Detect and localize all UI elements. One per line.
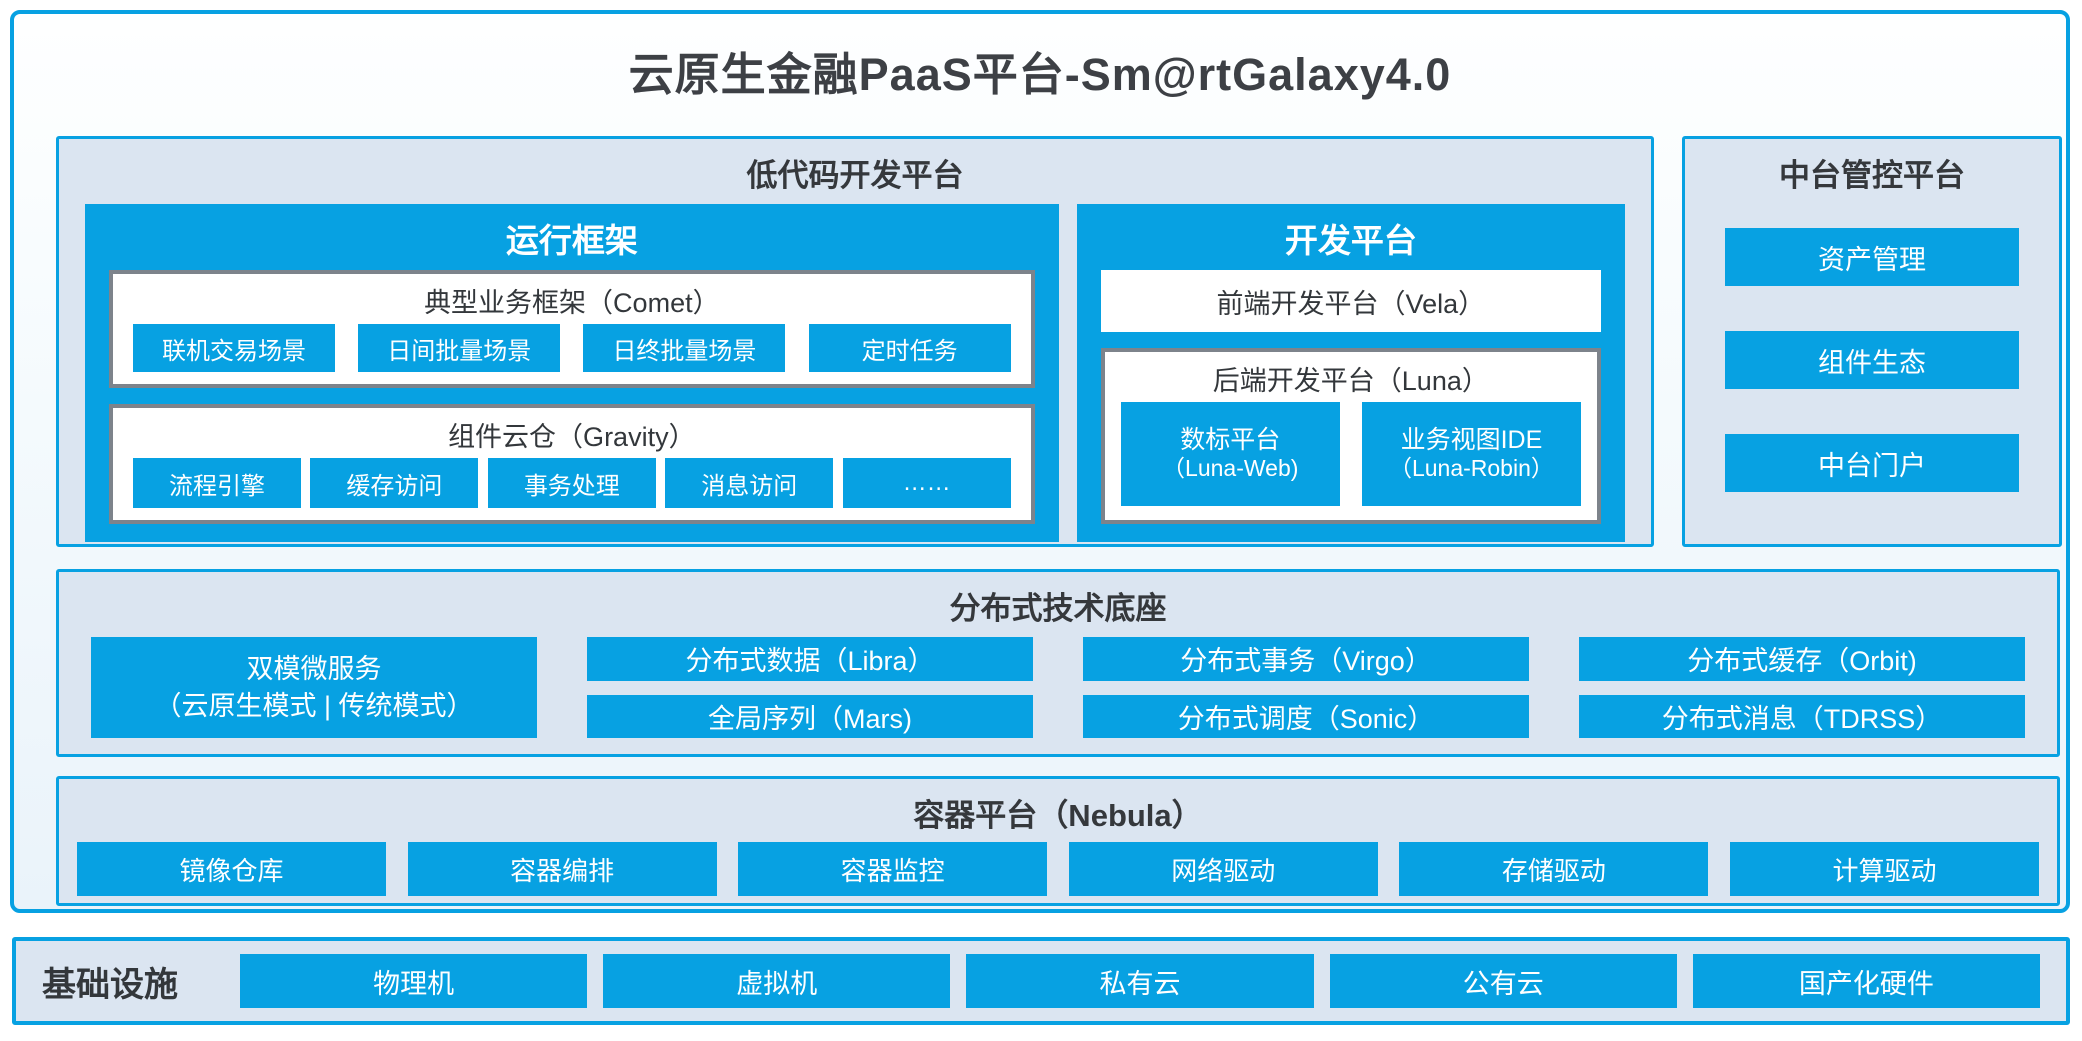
chip-online-trading: 联机交易场景	[133, 324, 335, 372]
chip-message-access: 消息访问	[665, 458, 834, 508]
box-comet: 典型业务框架（Comet） 联机交易场景 日间批量场景 日终批量场景 定时任务	[109, 270, 1035, 388]
chip-distributed-transaction-virgo: 分布式事务（Virgo）	[1083, 637, 1529, 681]
chip-network-driver: 网络驱动	[1068, 842, 1378, 896]
dual-mode-line1: 双模微服务	[246, 654, 382, 685]
chip-endofday-batch: 日终批量场景	[583, 324, 786, 372]
chip-private-cloud: 私有云	[966, 954, 1314, 1008]
chip-ellipsis: ……	[842, 458, 1011, 508]
box-luna: 后端开发平台（Luna） 数标平台 （Luna-Web) 业务视图IDE （Lu…	[1100, 348, 1601, 524]
chip-midplat-portal: 中台门户	[1725, 434, 2019, 492]
comet-chip-row: 联机交易场景 日间批量场景 日终批量场景 定时任务	[113, 324, 1031, 384]
chip-scheduled-task: 定时任务	[808, 324, 1011, 372]
luna-web-name: 数标平台	[1180, 426, 1281, 455]
distributed-grid: 双模微服务 （云原生模式 | 传统模式） 分布式数据（Libra） 分布式事务（…	[91, 637, 2025, 738]
dev-platform-title: 开发平台	[1284, 222, 1417, 259]
panel-distributed-base: 分布式技术底座 双模微服务 （云原生模式 | 传统模式） 分布式数据（Libra…	[56, 569, 2060, 757]
chip-physical-machine: 物理机	[240, 954, 588, 1008]
chip-transaction-processing: 事务处理	[487, 458, 656, 508]
chip-dual-mode-microservice: 双模微服务 （云原生模式 | 传统模式）	[91, 637, 537, 738]
chip-storage-driver: 存储驱动	[1399, 842, 1709, 896]
box-vela: 前端开发平台（Vela）	[1100, 270, 1601, 332]
chip-asset-management: 资产管理	[1725, 228, 2019, 286]
panel-lowcode-platform: 低代码开发平台 运行框架 典型业务框架（Comet） 联机交易场景 日间批量场景…	[56, 136, 1654, 547]
box-gravity: 组件云仓（Gravity） 流程引擎 缓存访问 事务处理 消息访问 ……	[109, 404, 1035, 524]
luna-robin-code: （Luna-Robin）	[1388, 455, 1554, 482]
chip-cache-access: 缓存访问	[310, 458, 479, 508]
panel-container-platform: 容器平台（Nebula） 镜像仓库 容器编排 容器监控 网络驱动 存储驱动 计算…	[56, 776, 2060, 906]
panel-midplat-control: 中台管控平台 资产管理 组件生态 中台门户	[1682, 136, 2062, 547]
chip-luna-robin: 业务视图IDE （Luna-Robin）	[1361, 402, 1581, 506]
comet-title: 典型业务框架（Comet）	[424, 288, 720, 318]
distributed-title: 分布式技术底座	[949, 591, 1167, 626]
midplat-items: 资产管理 组件生态 中台门户	[1685, 202, 2059, 544]
chip-public-cloud: 公有云	[1329, 954, 1677, 1008]
chip-distributed-scheduling-sonic: 分布式调度（Sonic）	[1083, 694, 1529, 738]
chip-container-monitoring: 容器监控	[738, 842, 1048, 896]
chip-virtual-machine: 虚拟机	[603, 954, 951, 1008]
chip-container-orchestration: 容器编排	[407, 842, 717, 896]
dual-mode-line2: （云原生模式 | 传统模式）	[154, 690, 474, 721]
container-chip-row: 镜像仓库 容器编排 容器监控 网络驱动 存储驱动 计算驱动	[77, 842, 2039, 896]
midplat-title: 中台管控平台	[1779, 158, 1965, 193]
chip-global-sequence-mars: 全局序列（Mars)	[587, 694, 1033, 738]
block-dev-platform: 开发平台 前端开发平台（Vela） 后端开发平台（Luna） 数标平台 （Lun…	[1076, 204, 1625, 542]
chip-distributed-data-libra: 分布式数据（Libra）	[587, 637, 1033, 681]
luna-web-code: （Luna-Web)	[1162, 455, 1299, 482]
lowcode-body: 运行框架 典型业务框架（Comet） 联机交易场景 日间批量场景 日终批量场景 …	[59, 202, 1651, 560]
chip-luna-web: 数标平台 （Luna-Web)	[1120, 402, 1340, 506]
luna-robin-name: 业务视图IDE	[1400, 426, 1543, 455]
panel-infrastructure: 基础设施 物理机 虚拟机 私有云 公有云 国产化硬件	[12, 937, 2070, 1025]
gravity-chip-row: 流程引擎 缓存访问 事务处理 消息访问 ……	[113, 458, 1031, 520]
infrastructure-label: 基础设施	[42, 965, 178, 1004]
gravity-title: 组件云仓（Gravity）	[448, 422, 696, 452]
luna-title: 后端开发平台（Luna）	[1212, 366, 1489, 396]
infrastructure-chip-row: 物理机 虚拟机 私有云 公有云 国产化硬件	[240, 954, 2041, 1008]
luna-chip-row: 数标平台 （Luna-Web) 业务视图IDE （Luna-Robin）	[1105, 402, 1597, 520]
chip-distributed-message-tdrss: 分布式消息（TDRSS）	[1579, 694, 2025, 738]
lowcode-panel-title: 低代码开发平台	[746, 158, 964, 193]
chip-image-registry: 镜像仓库	[77, 842, 386, 896]
page-title: 云原生金融PaaS平台-Sm@rtGalaxy4.0	[628, 49, 1452, 100]
block-runtime-framework: 运行框架 典型业务框架（Comet） 联机交易场景 日间批量场景 日终批量场景 …	[85, 204, 1059, 542]
chip-daytime-batch: 日间批量场景	[358, 324, 561, 372]
chip-component-ecosystem: 组件生态	[1725, 331, 2019, 389]
runtime-framework-title: 运行框架	[505, 222, 638, 259]
chip-domestic-hardware: 国产化硬件	[1692, 954, 2041, 1008]
chip-process-engine: 流程引擎	[133, 458, 301, 508]
main-container: 云原生金融PaaS平台-Sm@rtGalaxy4.0 低代码开发平台 运行框架 …	[10, 10, 2070, 913]
container-platform-title: 容器平台（Nebula）	[913, 798, 1203, 833]
chip-distributed-cache-orbit: 分布式缓存（Orbit)	[1579, 637, 2025, 681]
chip-compute-driver: 计算驱动	[1729, 842, 2039, 896]
